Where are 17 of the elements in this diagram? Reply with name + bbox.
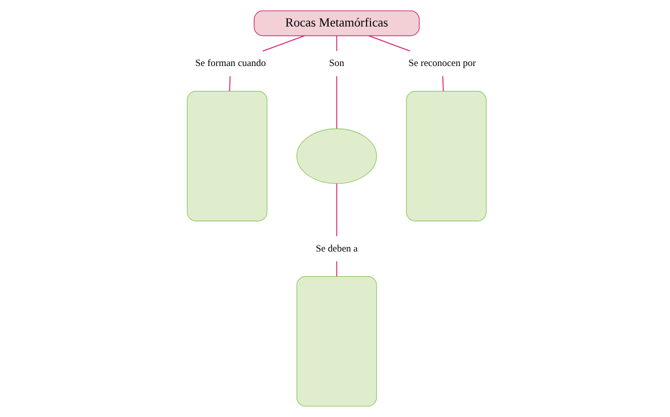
node-box bbox=[296, 276, 376, 407]
node-text: Se forman cuando bbox=[194, 58, 266, 70]
connector bbox=[368, 35, 410, 52]
node-text: Son bbox=[328, 58, 344, 70]
connector bbox=[262, 35, 304, 52]
connector bbox=[442, 76, 444, 92]
node-box: Rocas Metamórficas bbox=[253, 10, 420, 36]
node-text: Se reconocen por bbox=[408, 58, 476, 70]
node-text: Se deben a bbox=[315, 243, 358, 254]
connector bbox=[336, 76, 337, 129]
connector bbox=[336, 183, 337, 237]
node-ellipse bbox=[296, 128, 376, 184]
connector bbox=[336, 260, 337, 277]
connector bbox=[336, 35, 337, 52]
node-box bbox=[186, 90, 267, 222]
node-box bbox=[406, 90, 486, 222]
connector bbox=[228, 76, 230, 92]
